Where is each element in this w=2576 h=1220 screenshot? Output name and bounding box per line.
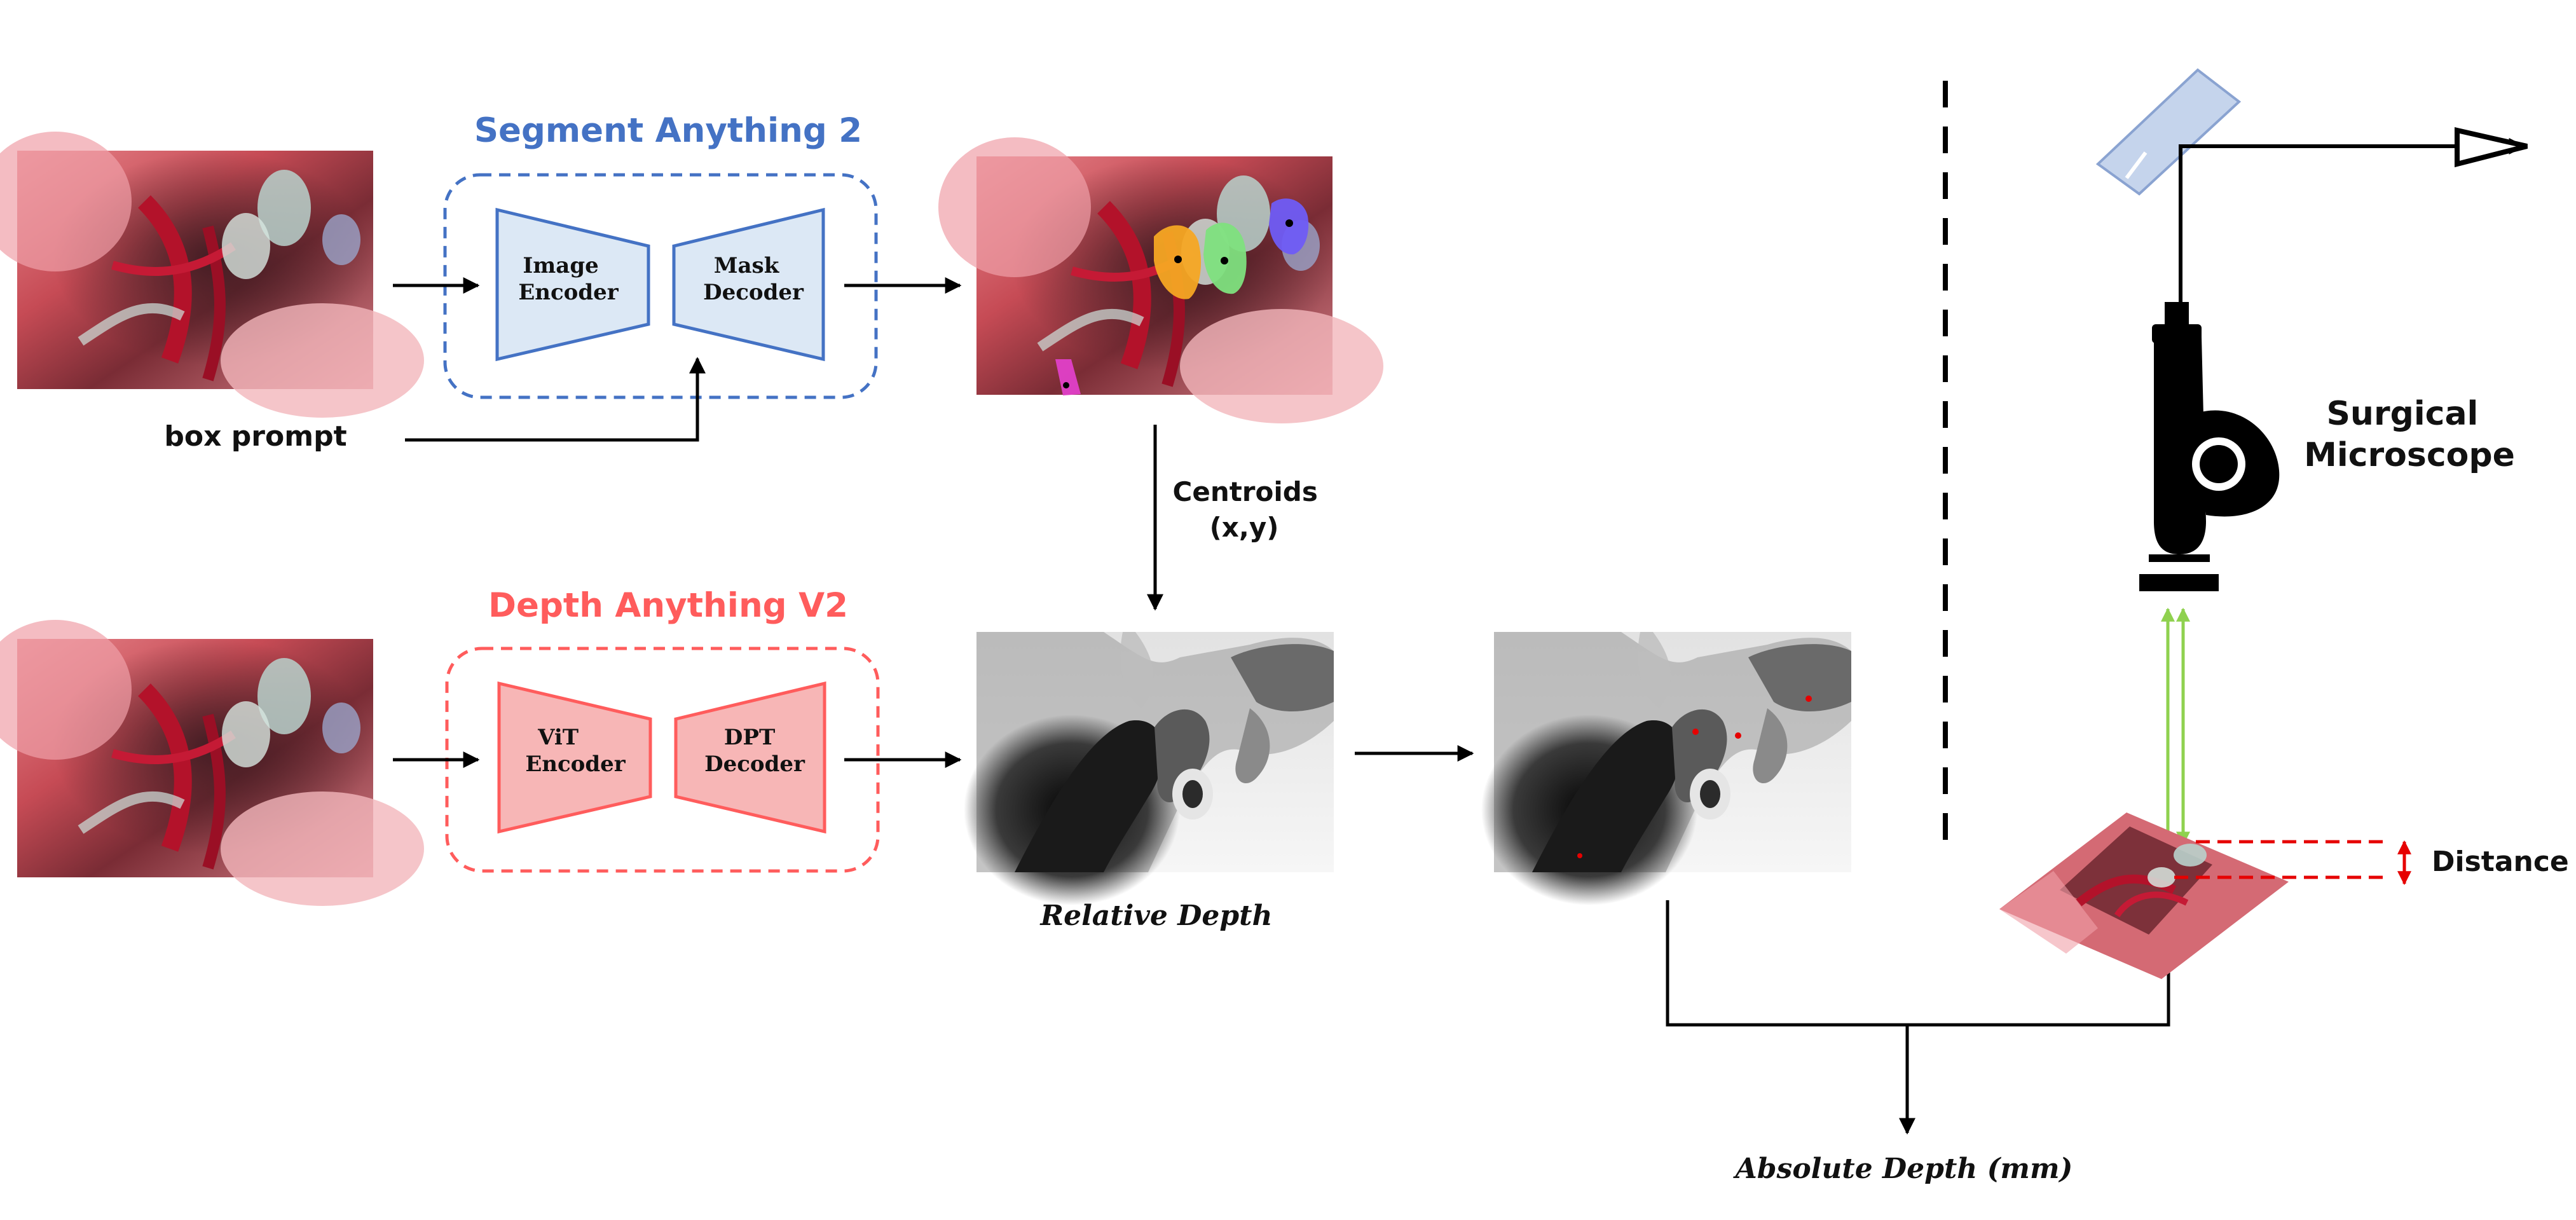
sample-point — [1735, 732, 1741, 739]
distance-label: Distance — [2432, 846, 2569, 878]
box-prompt-label: box prompt — [164, 420, 346, 453]
eye-icon — [2455, 127, 2528, 168]
relative-depth-label: Relative Depth — [1039, 900, 1273, 932]
mask-pink — [1055, 359, 1081, 395]
box-prompt-arrow — [405, 357, 706, 442]
centroid-dot — [1221, 257, 1228, 264]
input-image-bottom — [0, 620, 424, 906]
sample-point — [1577, 853, 1582, 858]
dpt-decoder-label: DPT Decoder — [704, 725, 805, 777]
vit-encoder-shape — [497, 681, 652, 834]
relative-depth-image — [964, 632, 1334, 905]
merge-bracket — [1666, 900, 2170, 1027]
depth-title: Depth Anything V2 — [488, 586, 848, 625]
centroid-dot — [1063, 382, 1069, 388]
mirror — [2095, 68, 2242, 196]
vit-encoder-label: ViT Encoder — [525, 725, 626, 777]
image-encoder-shape — [495, 207, 650, 362]
surgical-field-image — [1999, 812, 2289, 979]
microscope-label: Surgical Microscope — [2304, 395, 2515, 474]
microscope-icon — [2139, 302, 2280, 591]
mask-decoder-shape — [672, 207, 825, 362]
absolute-depth-label: Absolute Depth (mm) — [1733, 1153, 2073, 1185]
sam-title: Segment Anything 2 — [474, 111, 862, 150]
centroids-label: Centroids (x,y) — [1173, 476, 1327, 543]
input-image-top — [0, 132, 424, 418]
sample-point — [1805, 696, 1812, 702]
centroid-dot — [1285, 219, 1293, 227]
mask-decoder-label: Mask Decoder — [703, 253, 804, 305]
optical-path-arrow — [2179, 138, 2526, 302]
dpt-decoder-shape — [674, 681, 826, 834]
image-encoder-label: Image Encoder — [518, 253, 619, 305]
sample-point — [1692, 729, 1699, 735]
sampled-depth-image — [1481, 632, 1851, 905]
segmented-image — [938, 137, 1383, 423]
centroid-dot — [1174, 256, 1182, 263]
